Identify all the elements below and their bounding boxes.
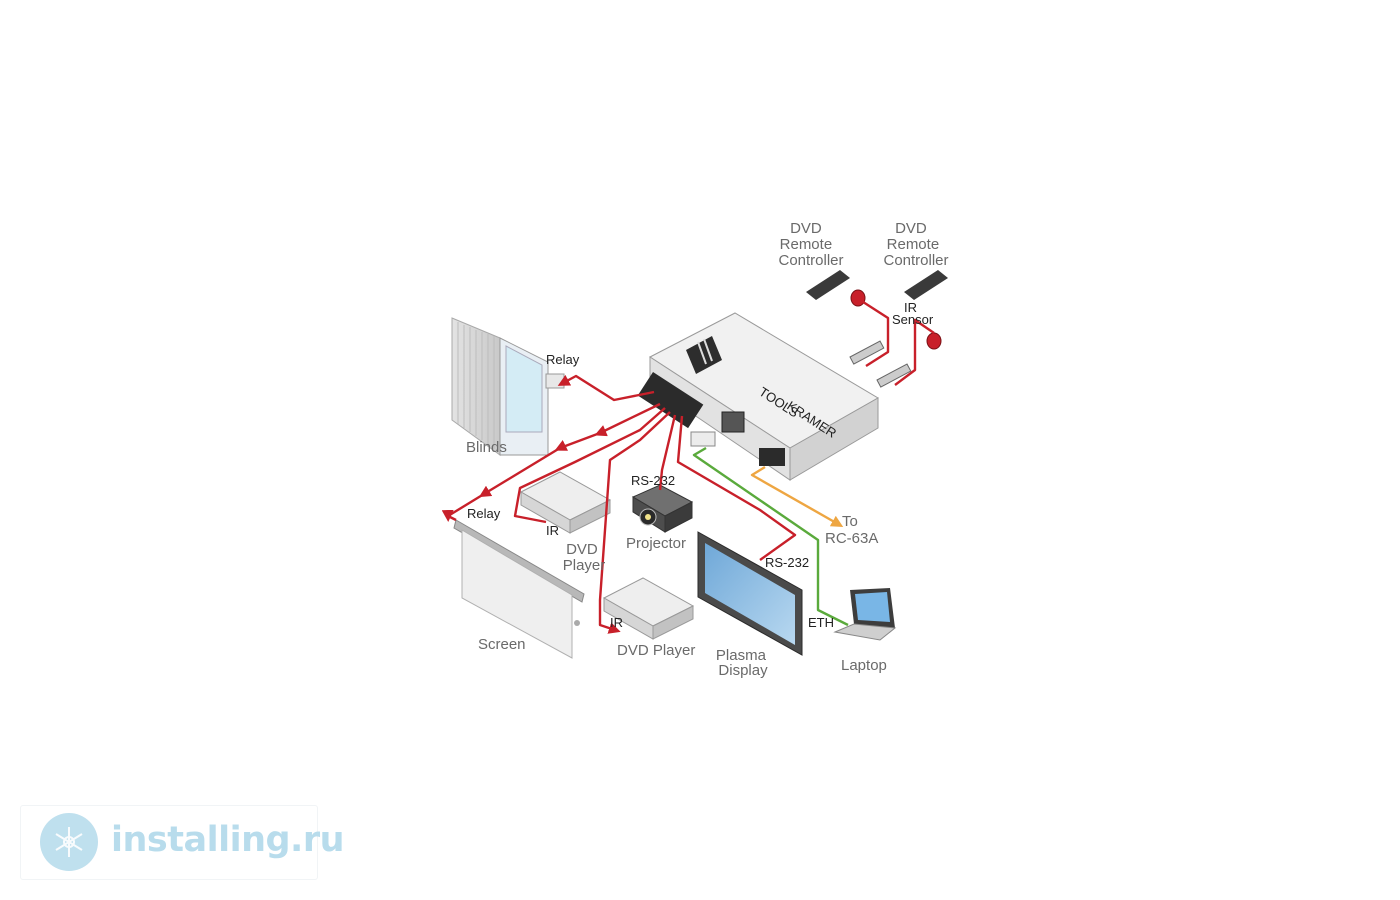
cables [441, 298, 935, 634]
snowflake-globe-icon [40, 813, 98, 871]
projection-screen-icon [453, 519, 585, 659]
ir-sensor-icon [849, 289, 942, 388]
rs232-plasma-cable [676, 415, 797, 561]
blinds-label: Blinds [466, 439, 507, 456]
dvd-remote-1-label: DVD Remote Controller [778, 220, 843, 269]
labels: DVD Remote Controller DVD Remote Control… [466, 220, 949, 679]
ir-sensor-cable-2 [894, 318, 935, 386]
blinds-icon [451, 317, 565, 456]
projector-icon [631, 484, 694, 533]
projector-label: Projector [626, 535, 686, 552]
laptop-label: Laptop [841, 657, 887, 674]
ir-dvd2-cable [598, 411, 671, 634]
dvd-remote-2-icon [904, 270, 948, 300]
watermark-text: installing.ru [111, 820, 345, 860]
relay-blinds-cable [557, 374, 655, 402]
screen-label: Screen [478, 636, 526, 653]
dvd-player-2-label: DVD Player [617, 642, 695, 659]
plasma-display-icon [697, 531, 803, 656]
rs232-plasma-label: RS-232 [765, 555, 809, 570]
to-rc63a-cable [750, 465, 844, 527]
rs232-projector-cable [658, 414, 677, 491]
plasma-display-label: Plasma Display [716, 647, 770, 679]
ethernet-cable [692, 446, 849, 627]
dvd-remote-1-icon [806, 270, 850, 300]
eth-label: ETH [808, 615, 834, 630]
laptop-icon [833, 588, 897, 641]
ir-dvd1-label: IR [546, 523, 559, 538]
ir-dvd2-label: IR [610, 615, 623, 630]
relay-screen-cable [441, 402, 661, 522]
ir-dvd1-cable [513, 407, 666, 524]
relay-blinds-label: Relay [546, 352, 580, 367]
kramer-controller-device: KRAMER TOOLS [637, 312, 879, 481]
dvd-player-2-icon [602, 577, 695, 640]
watermark: installing.ru [20, 805, 345, 880]
to-rc63a-label: To RC-63A [825, 513, 878, 547]
dvd-remote-2-label: DVD Remote Controller [883, 220, 948, 269]
dvd-player-1-label: DVD Player [563, 541, 606, 574]
ir-sensor-cable-1 [859, 298, 890, 368]
relay-screen-label: Relay [467, 506, 501, 521]
rs232-projector-label: RS-232 [631, 473, 675, 488]
ir-sensor-label: IR Sensor [892, 300, 934, 327]
